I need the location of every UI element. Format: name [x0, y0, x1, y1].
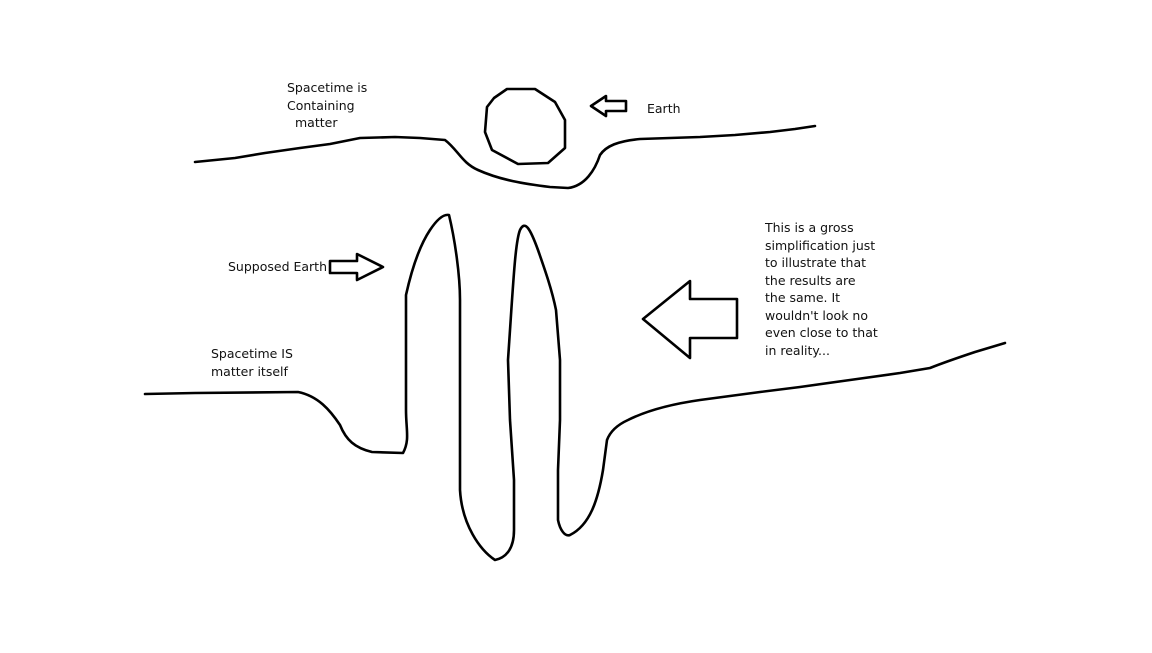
- spacetime-curve-bottom: [143, 213, 1007, 562]
- label-earth: Earth: [647, 100, 681, 118]
- label-line: matter itself: [211, 363, 288, 379]
- note-line: even close to that: [765, 325, 878, 340]
- note-line: the results are: [765, 272, 856, 288]
- note-line: simplification just: [765, 237, 876, 253]
- supposed-earth-arrow: [328, 252, 385, 282]
- label-line: Containing: [287, 97, 355, 113]
- label-spacetime-is-matter: Spacetime IS matter itself: [211, 345, 293, 380]
- spacetime-curve-top: [193, 124, 817, 190]
- label-line: Supposed Earth: [228, 259, 328, 274]
- earth-circle: [483, 87, 567, 166]
- label-supposed-earth: Supposed Earth: [228, 258, 327, 276]
- label-line: matter: [295, 115, 338, 130]
- note-line: wouldn't look no: [765, 307, 868, 323]
- note-arrow: [641, 279, 739, 360]
- label-line: Spacetime IS: [211, 346, 293, 361]
- note-line: the same. It: [765, 290, 841, 305]
- label-line: Spacetime is: [287, 80, 368, 95]
- label-line: Earth: [647, 101, 681, 116]
- earth-arrow: [589, 94, 628, 118]
- note-line: This is a gross: [765, 220, 854, 235]
- note-line: to illustrate that: [765, 255, 867, 270]
- label-spacetime-containing: Spacetime is Containing matter: [287, 79, 367, 132]
- note-text: This is a gross simplification just to i…: [765, 219, 878, 359]
- note-line: in reality...: [765, 342, 830, 358]
